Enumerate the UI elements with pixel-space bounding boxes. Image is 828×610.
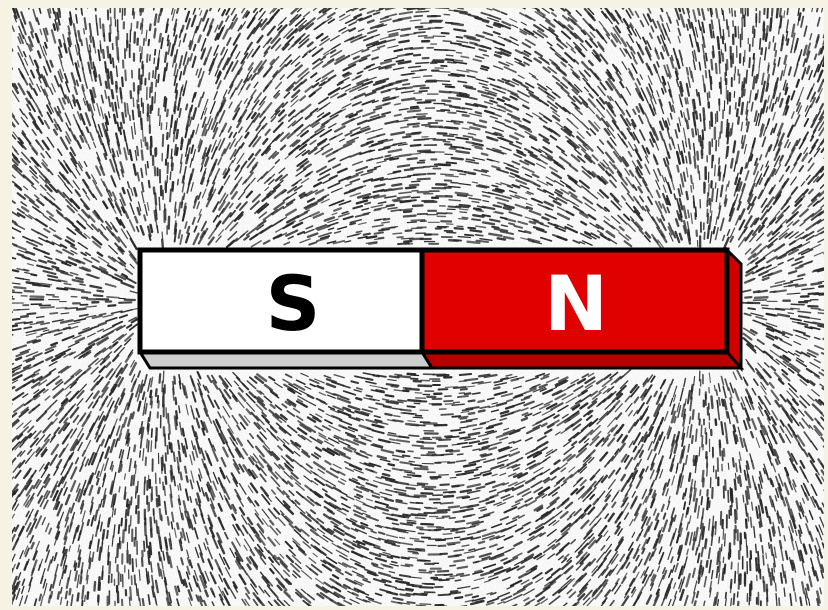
iron-filing	[436, 7, 449, 8]
iron-filing	[75, 1, 76, 9]
iron-filing	[87, 3, 88, 8]
iron-filing	[657, 2, 659, 7]
iron-filing	[6, 91, 12, 100]
iron-filing	[513, 2, 524, 8]
iron-filing	[7, 404, 11, 407]
iron-filing	[824, 446, 828, 454]
iron-filing	[8, 179, 12, 182]
iron-filing	[824, 252, 828, 254]
iron-filing	[824, 339, 828, 341]
iron-filing	[597, 4, 601, 9]
iron-filing	[515, 4, 525, 9]
iron-filing	[620, 4, 623, 8]
iron-filing	[824, 153, 828, 158]
iron-filing	[825, 96, 828, 103]
iron-filing	[8, 40, 11, 46]
iron-filing	[9, 62, 13, 69]
iron-filing	[500, 3, 507, 6]
iron-filing	[6, 330, 12, 331]
iron-filing	[282, 3, 287, 8]
iron-filing	[7, 335, 12, 336]
iron-filing	[305, 2, 311, 7]
iron-filing	[524, 3, 533, 8]
iron-filing	[825, 25, 828, 34]
iron-filing	[7, 464, 11, 469]
iron-filing	[10, 46, 12, 51]
iron-filing	[6, 186, 11, 190]
iron-filing	[6, 138, 12, 145]
